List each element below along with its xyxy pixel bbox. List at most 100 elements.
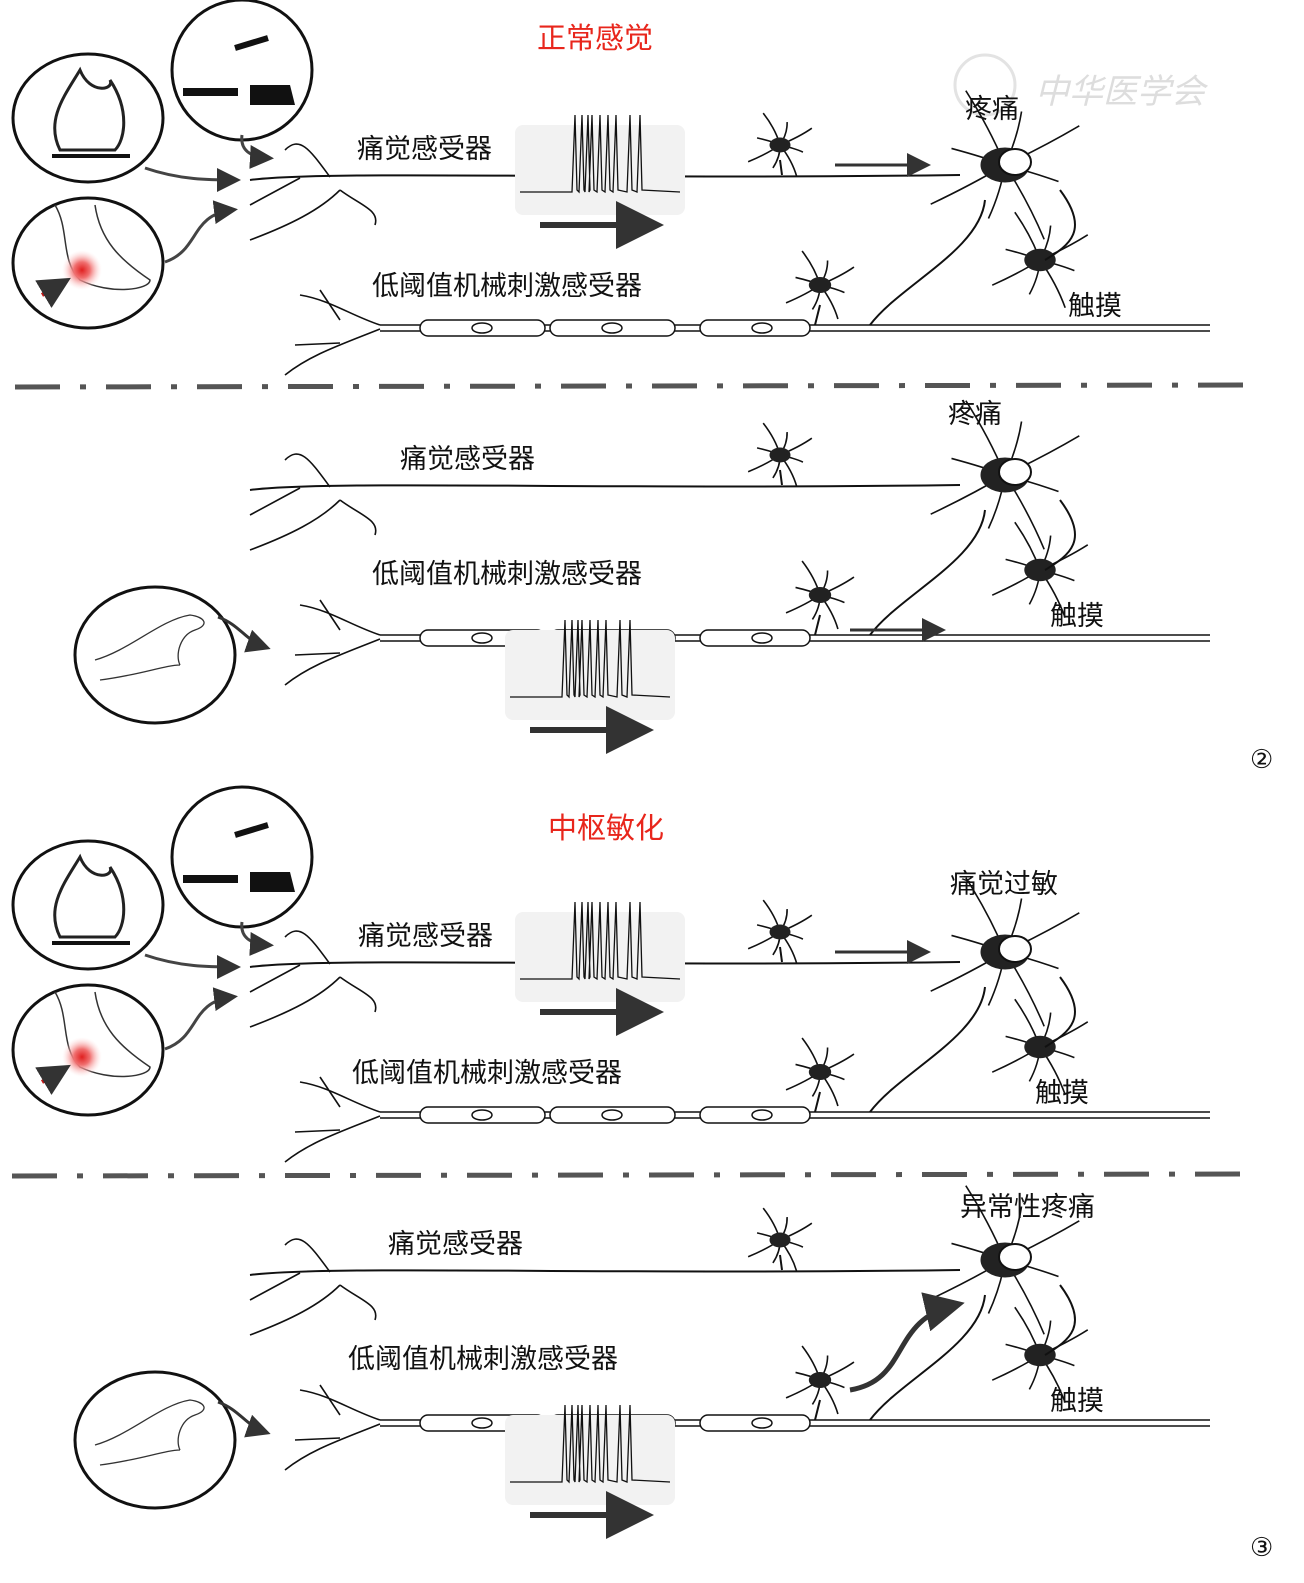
heat-stimulus [11,52,165,184]
touch-interneuron [785,1345,855,1415]
pain-receptor-label: 痛觉感受器 [400,444,535,475]
pain-fiber-axon [249,174,961,181]
stimulus-arrow-icon [164,987,238,1051]
red-arrow-icon [35,1064,71,1095]
pain-receptor-label: 痛觉感受器 [388,1229,523,1260]
output-label: 疼痛 [965,94,1019,125]
touch-receptor-endings [284,599,381,686]
output-label: 疼痛 [948,399,1002,430]
connecting-axon [869,1294,986,1421]
schwann-nucleus [471,632,493,644]
touch-interneuron [785,560,855,630]
chemical-stimulus [170,785,314,929]
stimulus-arrow-icon [144,166,241,192]
foot-icon [54,991,151,1078]
cell-body [808,1372,832,1388]
cell-body [769,1232,791,1248]
schwann-nucleus [471,1109,493,1121]
allodynia-signal-arrow-icon [849,1292,965,1393]
dropper-icon [234,822,269,838]
stimulus-arrow-icon [217,615,271,653]
section-title-normal: 正常感觉 [537,21,653,55]
myelin-sheath [699,1106,811,1124]
dorsal-horn-interneuron [747,899,813,965]
flame-icon [53,853,126,939]
schwann-nucleus [471,322,493,334]
connecting-axon [1044,499,1077,571]
nucleus [998,458,1032,486]
touch-receptor-label: 低阈值机械刺激感受器 [372,271,642,302]
pain-receptor-endings [249,930,377,1028]
stimulus-arrow-icon [240,134,274,169]
touch-receptor-label: 低阈值机械刺激感受器 [348,1344,618,1375]
injury-spot [62,250,102,290]
cell-body [808,1064,832,1080]
dorsal-horn-interneuron [747,1207,813,1273]
pain-fiber-axon [249,961,961,968]
nucleus [998,148,1032,176]
output-label: 异常性疼痛 [960,1192,1095,1223]
stimulus-circle [73,1370,237,1510]
connecting-axon [1044,1284,1077,1356]
action-potential-train [505,619,675,754]
spike-trace [510,619,671,699]
stimulus-circle [11,839,165,971]
chemical-stimulus [170,0,314,142]
myelin-sheath [549,319,676,337]
nucleus [998,1243,1032,1271]
light-touch-stimulus [73,585,237,725]
light-touch-stimulus [73,1370,237,1510]
hand-touch-icon [94,614,205,681]
foot-icon [54,204,151,291]
myelin-sheath [699,319,811,337]
interneuron-axon [814,1091,821,1113]
interneuron-axon [814,1399,821,1421]
output-label: 痛觉过敏 [950,869,1058,900]
action-potential-train [505,1404,675,1539]
section-title-central-sensitization: 中枢敏化 [548,811,664,845]
section-divider [14,382,1251,390]
cell-body [808,277,832,293]
myelin-sheath [419,319,546,337]
watermark-seal-icon [953,53,1017,117]
pain-receptor-label: 痛觉感受器 [358,921,493,952]
red-arrow-icon [35,277,71,308]
interneuron-axon [814,304,821,326]
schwann-nucleus [471,1417,493,1429]
surface [183,875,238,883]
schwann-nucleus [751,1109,773,1121]
pain-receptor-endings [249,453,377,551]
pain-fiber-axon [249,484,961,491]
action-potential-train [515,114,685,249]
schwann-nucleus [751,1417,773,1429]
pain-fiber-axon [249,1269,961,1276]
touch-interneuron [785,1037,855,1107]
figure-number-3: ③ [1250,1533,1273,1563]
hand-icon [250,872,295,892]
injured-foot-stimulus [11,983,165,1117]
myelin-sheath [549,1106,676,1124]
cell-body [1024,558,1056,582]
stimulus-arrow-icon [144,953,241,979]
hand-icon [250,85,295,105]
figure-number-2: ② [1250,745,1273,775]
stimulus-circle [170,785,314,929]
hand-touch-icon [94,1399,205,1466]
touch-output-label: 触摸 [1050,1386,1104,1417]
touch-receptor-endings [284,289,381,376]
spike-trace [510,1404,671,1484]
cell-body [769,447,791,463]
stimulus-arrow-icon [164,200,238,264]
stimulus-circle [170,0,314,142]
touch-receptor-endings [284,1076,381,1163]
connecting-axon [1044,976,1077,1048]
injured-foot-stimulus [11,196,165,330]
schwann-nucleus [601,1109,623,1121]
connecting-axon [869,509,986,636]
action-potential-train [515,901,685,1036]
second-order-neuron [991,211,1089,309]
